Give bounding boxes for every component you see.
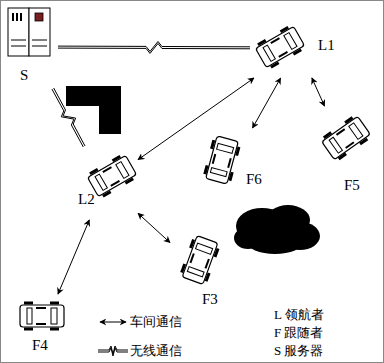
vehicle-rear-window bbox=[95, 174, 107, 190]
server-indicator bbox=[35, 13, 43, 21]
wireless-link bbox=[58, 44, 250, 54]
vehicle-side-bar bbox=[36, 323, 46, 325]
vehicle-side-bar bbox=[189, 253, 194, 263]
wireless-link bbox=[54, 88, 85, 146]
vehicle-body bbox=[206, 136, 239, 184]
vehicle-windshield bbox=[51, 308, 57, 324]
vehicle-node: F5 bbox=[318, 108, 374, 200]
server-cabinet bbox=[8, 8, 29, 56]
vehicle-node: F3 bbox=[172, 232, 232, 312]
vehicle-side-bar bbox=[278, 51, 288, 58]
node-label: S bbox=[20, 68, 28, 83]
node-label: L1 bbox=[318, 38, 335, 53]
vehicle-side-bar bbox=[205, 259, 210, 269]
vehicle-side-bar bbox=[110, 180, 120, 187]
vehicle-body bbox=[87, 155, 136, 196]
vehicle-rear-window bbox=[210, 168, 227, 177]
vehicle-rear-window bbox=[187, 267, 204, 277]
server-slot bbox=[20, 13, 22, 21]
vehicle-windshield bbox=[349, 123, 363, 140]
server-line bbox=[11, 46, 26, 47]
node-label: F4 bbox=[32, 338, 48, 353]
vehicle-side-bar bbox=[336, 128, 345, 135]
vehicle-wheel bbox=[50, 302, 59, 305]
vehicle-windshield bbox=[217, 143, 234, 153]
vehicle-icon bbox=[254, 23, 307, 70]
node-icon bbox=[74, 148, 136, 218]
cloud-obstacle bbox=[234, 205, 320, 254]
vehicle-node: L1 bbox=[252, 18, 344, 76]
vehicle-node: F4 bbox=[16, 296, 72, 358]
legend-v2v-sample bbox=[100, 322, 126, 323]
vehicle-side-bar bbox=[212, 154, 217, 164]
v2v-link bbox=[253, 78, 281, 128]
vehicle-node: L2 bbox=[74, 148, 136, 218]
server-line bbox=[11, 40, 26, 41]
legend-text: L 领航者 bbox=[274, 308, 324, 321]
vehicle-wheel bbox=[24, 302, 33, 305]
legend-text: F 跟随者 bbox=[274, 326, 323, 339]
legend-wireless-sample bbox=[98, 348, 128, 356]
vehicle-body bbox=[322, 116, 371, 159]
node-icon bbox=[6, 6, 56, 86]
legend-text: 无线通信 bbox=[130, 344, 182, 357]
server-cabinet bbox=[29, 8, 50, 56]
vehicle-side-bar bbox=[102, 166, 112, 173]
vehicle-side-bar bbox=[36, 307, 46, 309]
server-node: S bbox=[6, 6, 56, 86]
vehicle-rear-window bbox=[329, 137, 342, 153]
vehicle-windshield bbox=[284, 33, 297, 50]
node-label: L2 bbox=[78, 192, 95, 207]
server-line bbox=[32, 40, 47, 41]
vehicle-icon bbox=[179, 234, 221, 285]
v2v-link bbox=[58, 220, 89, 294]
wireless-link bbox=[58, 42, 250, 52]
vehicle-side-bar bbox=[227, 158, 232, 168]
vehicle-side-bar bbox=[345, 141, 354, 148]
node-label: F3 bbox=[202, 292, 218, 307]
v2v-link bbox=[138, 213, 170, 242]
vehicle-icon bbox=[20, 302, 64, 331]
legend-text: S 服务器 bbox=[274, 344, 323, 357]
vehicle-wheel bbox=[24, 328, 33, 331]
legend-wireless-sample bbox=[98, 346, 128, 354]
v2v-link bbox=[312, 78, 325, 106]
vehicle-node: F6 bbox=[198, 130, 270, 192]
vehicle-windshield bbox=[116, 162, 129, 179]
server-line bbox=[32, 46, 47, 47]
vehicle-wheel bbox=[50, 328, 59, 331]
cloud-part bbox=[234, 227, 262, 249]
server-slot bbox=[16, 13, 18, 21]
vehicle-icon bbox=[320, 114, 373, 163]
vehicle-body bbox=[182, 236, 218, 285]
legend-text: 车间通信 bbox=[130, 315, 182, 328]
node-label: F5 bbox=[344, 178, 360, 193]
server-icon bbox=[8, 8, 50, 56]
vehicle-side-bar bbox=[270, 37, 280, 44]
wireless-link bbox=[52, 89, 83, 147]
vehicle-icon bbox=[202, 135, 241, 185]
vehicle-windshield bbox=[196, 243, 213, 254]
node-label: F6 bbox=[246, 172, 262, 187]
vehicle-rear-window bbox=[27, 308, 32, 324]
vehicle-body bbox=[255, 26, 304, 67]
vehicle-body bbox=[20, 305, 64, 327]
server-slot bbox=[12, 13, 14, 21]
vehicle-rear-window bbox=[263, 45, 275, 61]
